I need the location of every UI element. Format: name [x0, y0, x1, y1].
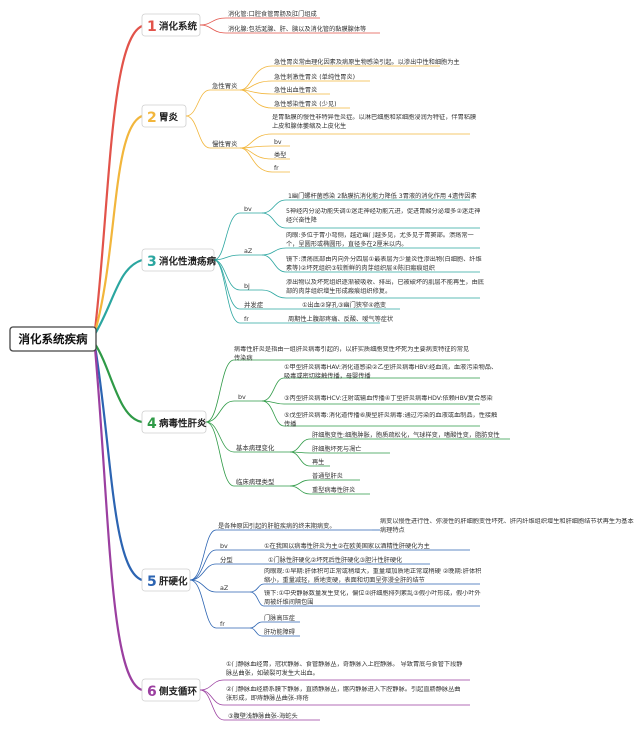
- branch-3-item: 周期性上腹部疼痛、反酸、嗳气等症状: [288, 315, 394, 323]
- branch-2-name: 胃炎: [159, 113, 179, 124]
- branch-3-item: 渗出物以及坏死组织逐渐被吸收、排出，已被破坏的肌层不能再生，由底部的肉芽组织增生…: [286, 279, 484, 295]
- branch-5-item: ①在我国以病毒性肝炎为主②在欧美国家以酒精性肝硬化为主: [264, 542, 430, 550]
- branch-5-sub-label: aZ: [220, 584, 229, 592]
- branch-5-sub-label: fr: [220, 620, 225, 628]
- branch-4: 4 病毒性肝炎 病毒性肝炎是指由一组肝炎病毒引起的，以肝实质细胞变性坏死为主要病…: [141, 346, 510, 495]
- branch-2-item: 类型: [274, 151, 286, 159]
- branch-3-sub-label: aZ: [244, 247, 253, 255]
- branch-4-intro: 病毒性肝炎是指由一组肝炎病毒引起的，以肝实质细胞变性坏死为主要病变特征的常见传染…: [234, 346, 470, 362]
- branch-2-item: 急性出血性胃炎: [274, 86, 317, 94]
- branch-4-item: ③丙型肝炎病毒HCV:注射或输血传播④丁型肝炎病毒HDV:依赖HBV复合感染: [284, 395, 493, 402]
- branch-3-node[interactable]: 3 消化性溃疡病: [141, 248, 217, 272]
- branch-5-intro-detail: 病变以慢性进行性、弥漫性的肝细胞变性坏死、肝内纤维组织增生和肝细胞结节状再生为基…: [380, 518, 634, 534]
- branch-4-node[interactable]: 4 病毒性肝炎: [141, 410, 207, 434]
- branch-3: 3 消化性溃疡病 bv aZ bj 并发症 fr 1幽门螺杆菌感染 2黏膜抗消化…: [141, 192, 484, 324]
- branch-6-number: 6: [147, 684, 157, 700]
- branch-2-item: fr: [274, 165, 279, 172]
- branch-2-item: bv: [274, 139, 282, 146]
- root-label: 消化系统疾病: [19, 332, 88, 346]
- branch-4-sub-label: 基本病理变化: [236, 443, 275, 452]
- branch-4-number: 4: [147, 416, 157, 432]
- branch-4-item: 普通型肝炎: [312, 472, 343, 480]
- branch-2-sub-label: 急性胃炎: [212, 81, 238, 90]
- branch-5-number: 5: [147, 574, 157, 590]
- root-node[interactable]: 消化系统疾病: [9, 326, 97, 352]
- branch-4-name: 病毒性肝炎: [159, 418, 207, 430]
- branch-1-name: 消化系统: [159, 21, 198, 33]
- branch-4-item: ①甲型肝炎病毒HAV:消化道感染②乙型肝炎病毒HBV:经血流，血液污染物品、吸毒…: [284, 364, 498, 380]
- branch-5-node[interactable]: 5 肝硬化: [141, 568, 191, 592]
- branch-5-item: 肝功能障碍: [264, 628, 295, 636]
- connector-5: [93, 345, 143, 582]
- branch-1-item: 消化腺:包括涎腺、肝、胰以及消化管的黏膜腺体等: [228, 25, 366, 33]
- branch-2-sub-label: 慢性胃炎: [212, 139, 238, 148]
- connector-6: [93, 347, 143, 692]
- connector-4: [94, 343, 143, 424]
- branch-6-item: ①门静脉血经胃，冠状静脉、食管静脉丛，奇静脉入上腔静脉。 导致胃底与食管下段静脉…: [226, 661, 463, 677]
- branch-3-sub-label: bv: [244, 205, 252, 213]
- branch-3-item: ①出血②穿孔③幽门狭窄④癌变: [302, 301, 386, 309]
- branch-1: 1 消化系统 消化管:口腔食管胃肠及肛门组成 消化腺:包括涎腺、肝、胰以及消化管…: [141, 10, 380, 37]
- branch-5-name: 肝硬化: [159, 576, 188, 588]
- branch-3-item: 1幽门螺杆菌感染 2黏膜抗消化能力降低 3胃液的消化作用 4遗传因素: [288, 192, 477, 200]
- branch-1-node[interactable]: 1 消化系统: [141, 13, 201, 37]
- branch-4-item: 重型病毒性肝炎: [312, 486, 355, 494]
- branch-1-number: 1: [147, 19, 157, 35]
- branch-3-name: 消化性溃疡病: [159, 256, 217, 268]
- branch-3-item: 肉眼:多位于胃小弯侧，越近幽门越多见，尤多见于胃窦部。溃疡常一个，呈圆形或椭圆形…: [286, 232, 474, 248]
- branch-5-sub-label: bv: [220, 542, 228, 550]
- branch-5-item: 肉眼观:①早期:肝体积可正常或稍增大，重量增加质地正常或稍硬 ②晚期:肝体积缩小…: [264, 568, 482, 584]
- branch-5-item: 门脉高压症: [264, 614, 295, 622]
- branch-3-sub-label: bj: [244, 282, 250, 290]
- branch-2-item: 急性感染性胃炎 (少见): [274, 100, 336, 108]
- branch-5-sub-label: 分型: [220, 555, 233, 564]
- main-connectors: [93, 24, 143, 692]
- branch-3-item: 镜下:溃疡底部由内向外分四层①最表层为少量炎性渗出物(白细胞、纤维素等)②坏死组…: [286, 256, 482, 272]
- branch-6-item: ③腹壁浅静脉曲张-海蛇头: [228, 712, 298, 720]
- branch-4-sub-label: bv: [238, 393, 246, 401]
- branch-2-item: 是胃黏膜的慢性非特异性炎症。以淋巴细胞和浆细胞浸润为特征，伴胃粘膜上皮和腺体萎缩…: [272, 114, 477, 130]
- branch-2-number: 2: [147, 110, 157, 126]
- branch-4-item: 肝细胞变性:细胞肿胀，胞质疏松化，气球样变，嗜酸性变，脂肪变性: [312, 431, 500, 439]
- connector-1: [93, 24, 143, 331]
- branch-4-item: 肝细胞坏死与凋亡: [312, 445, 362, 453]
- branch-5-intro: 是各种原因引起的肝脏疾病的终末期病变。: [218, 522, 336, 530]
- branch-3-item: 5神经内分泌功能失调①迷走神经功能亢进，促进胃酸分泌增多②迷走神经兴奋性降: [286, 208, 481, 224]
- branch-5-item: 镜下:①中央静脉数量发生变化，偏位②肝细胞排列紊乱③假小叶形成，假小叶外周被纤维…: [264, 590, 481, 606]
- branch-4-item: 再生: [312, 458, 324, 466]
- connector-2: [93, 114, 143, 333]
- branch-6-item: ②门静脉血经肠系膜下静脉，直肠静脉丛，髂内静脉进入下腔静脉。引起直肠静脉丛曲张形…: [226, 686, 461, 702]
- branch-6-name: 侧支循环: [159, 686, 198, 698]
- branch-5-item: ①门脉性肝硬化②坏死后性肝硬化③胆汁性肝硬化: [268, 556, 402, 564]
- branch-2: 2 胃炎 急性胃炎 慢性胃炎 急性胃炎常由理化因素及病原生物感染引起。以渗出中性…: [141, 58, 477, 173]
- branch-2-node[interactable]: 2 胃炎: [141, 104, 187, 128]
- branch-3-number: 3: [147, 254, 157, 270]
- branch-3-sub-label: 并发症: [244, 300, 264, 309]
- branch-2-item: 急性刺激性胃炎 (单纯性胃炎): [274, 73, 355, 81]
- branch-6-node[interactable]: 6 侧支循环: [141, 678, 201, 702]
- branch-6: 6 侧支循环 ①门静脉血经胃，冠状静脉、食管静脉丛，奇静脉入上腔静脉。 导致胃底…: [141, 661, 470, 721]
- branch-4-item: ⑤戊型肝炎病毒:消化道传播⑥庚型肝炎病毒:通过污染的血液或血制品，性接触传播: [284, 412, 498, 428]
- branch-1-item: 消化管:口腔食管胃肠及肛门组成: [228, 10, 317, 18]
- branch-4-sub-label: 临床病理类型: [236, 477, 275, 486]
- branch-2-item: 急性胃炎常由理化因素及病原生物感染引起。以渗出中性和细胞为主: [274, 58, 460, 66]
- branch-5: 5 肝硬化 是各种原因引起的肝脏疾病的终末期病变。 病变以慢性进行性、弥漫性的肝…: [141, 518, 634, 637]
- branch-3-sub-label: fr: [244, 315, 249, 323]
- connector-3: [94, 258, 143, 335]
